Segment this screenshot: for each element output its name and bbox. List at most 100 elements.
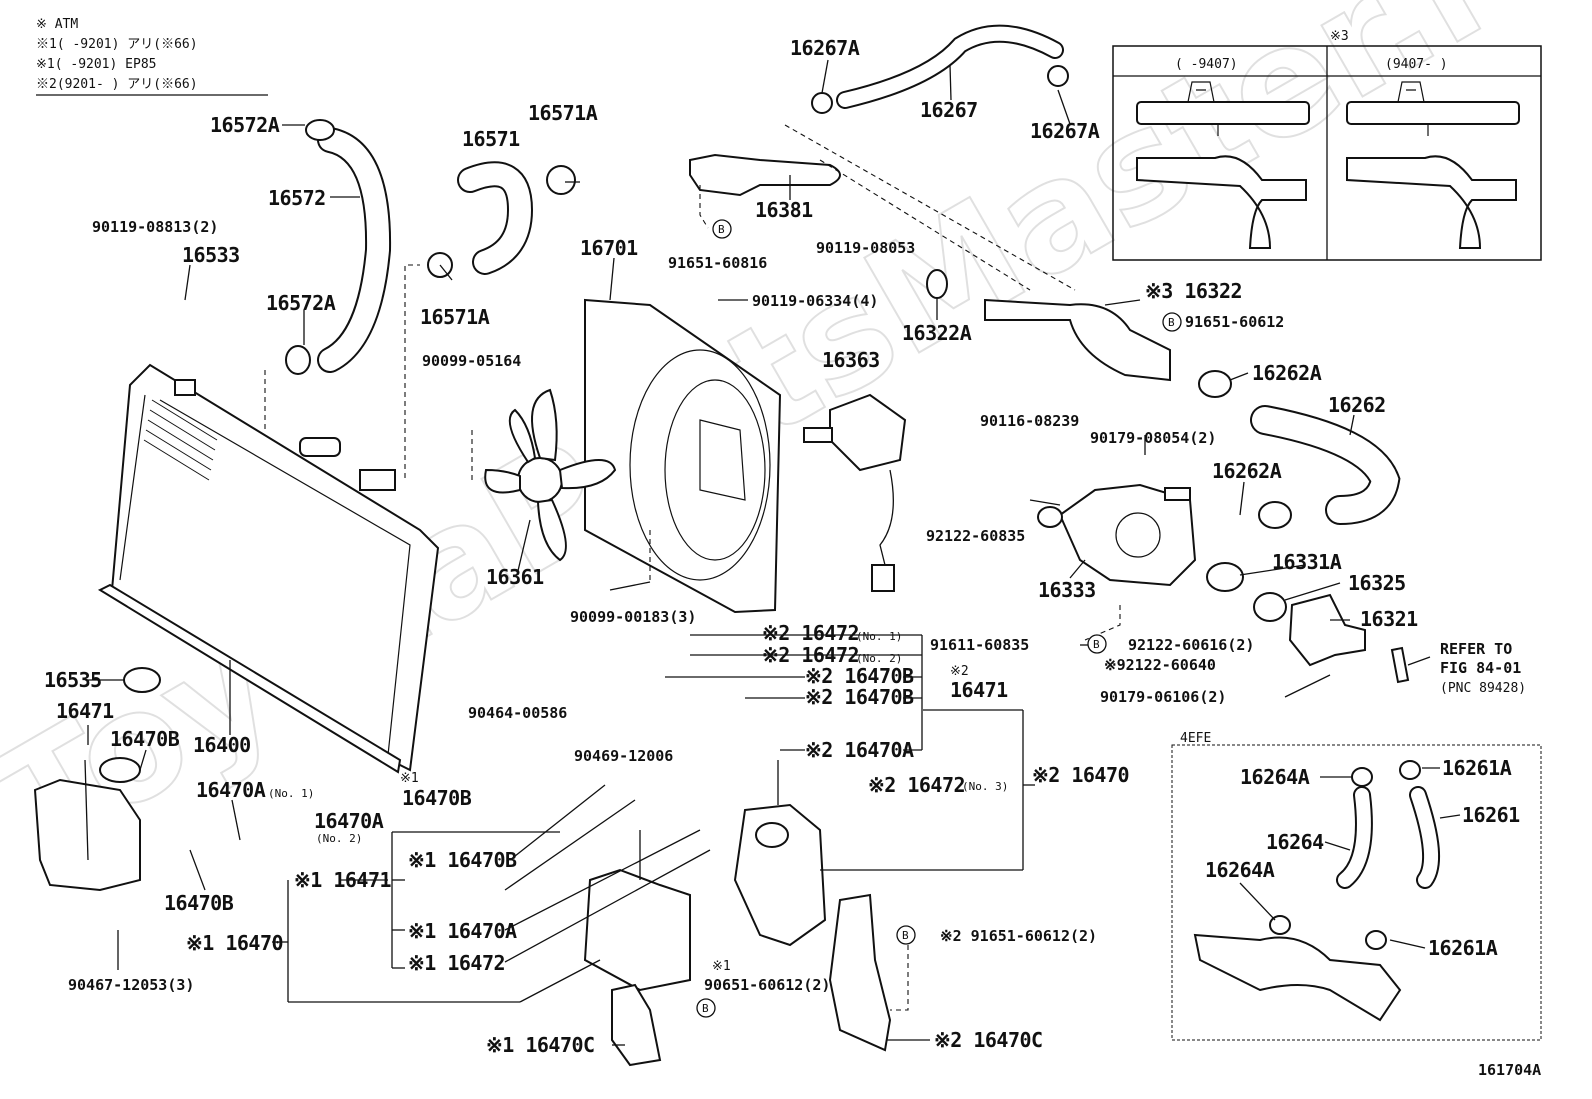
b-mark-5: B — [702, 1002, 709, 1015]
label-90099-05164: 90099-05164 — [422, 352, 521, 370]
label-16571: 16571 — [462, 127, 520, 151]
b-mark-2: B — [1168, 316, 1175, 329]
bracket-16470C-2 — [828, 893, 892, 1052]
label-16262A-mid: 16262A — [1212, 459, 1282, 483]
label-16261: 16261 — [1462, 803, 1520, 827]
label-90651-60612: 90651-60612(2) — [704, 976, 830, 994]
refer-line-2: FIG 84-01 — [1440, 659, 1521, 677]
note-16472-no1: (No. 1) — [856, 630, 902, 643]
gasket-16325 — [1253, 592, 1287, 622]
label-92122-60616: 92122-60616(2) — [1128, 636, 1254, 654]
label-16535: 16535 — [44, 668, 102, 692]
label-90099-00183: 90099-00183(3) — [570, 608, 696, 626]
label-1-16471: ※1 16471 — [294, 868, 392, 892]
label-1-90651-mark: ※1 — [712, 959, 731, 974]
label-90116-08239: 90116-08239 — [980, 412, 1079, 430]
label-16470A-no1: 16470A — [196, 778, 266, 802]
label-16471-mid: 16471 — [950, 678, 1008, 702]
note-16470A-no1: (No. 1) — [268, 787, 314, 800]
label-1-16472: ※1 16472 — [408, 951, 505, 975]
radiator-16400 — [97, 363, 440, 774]
label-90119-06334: 90119-06334(4) — [752, 292, 878, 310]
legend-line-2: ※1( -9201) EP85 — [36, 57, 156, 72]
bolt-b-marks: B B B B B — [696, 219, 1182, 1018]
note-16472-no3: (No. 3) — [962, 780, 1008, 793]
radiator-cap-16535 — [123, 667, 161, 693]
label-90179-08054: 90179-08054(2) — [1090, 429, 1216, 447]
label-16381: 16381 — [755, 198, 813, 222]
water-pipe-16322 — [984, 298, 1171, 382]
reservoir-16470-1 — [583, 830, 691, 992]
label-16363: 16363 — [822, 348, 880, 372]
label-16701: 16701 — [580, 236, 638, 260]
label-2-16472-no1: ※2 16472 — [762, 621, 859, 645]
label-91651-60612: 91651-60612 — [1185, 313, 1284, 331]
pipe-late-drawing — [1346, 81, 1520, 249]
thermostat-16331A — [1206, 562, 1287, 622]
legend: ※ ATM ※1( -9201) アリ(※66) ※1( -9201) EP85… — [36, 17, 268, 96]
bypass-hose-16267 — [811, 24, 1069, 114]
upper-hose-16572 — [285, 119, 392, 375]
label-16322A: 16322A — [902, 321, 972, 345]
gasket-16322A — [926, 269, 948, 299]
fan-16361 — [484, 388, 617, 562]
label-16400: 16400 — [193, 733, 251, 757]
water-outlet-16321 — [1288, 593, 1366, 667]
fan-motor-16363 — [803, 393, 907, 592]
label-16322: ※3 16322 — [1145, 279, 1242, 303]
label-1-16470A: ※1 16470A — [408, 919, 517, 943]
label-2-16470B-b: ※2 16470B — [805, 685, 914, 709]
label-90179-06106: 90179-06106(2) — [1100, 688, 1226, 706]
reservoir-left — [33, 757, 141, 892]
label-16267A-right: 16267A — [1030, 119, 1100, 143]
inset-col1-label: ( -9407) — [1175, 57, 1238, 72]
label-1-mark: ※1 — [400, 771, 419, 786]
note-16470A-no2: (No. 2) — [316, 832, 362, 845]
label-2-16470: ※2 16470 — [1032, 763, 1129, 787]
label-91651-60816: 91651-60816 — [668, 254, 767, 272]
refer-line-1: REFER TO — [1440, 640, 1512, 658]
inset-col2-label: (9407- ) — [1385, 57, 1448, 72]
legend-line-1: ※1( -9201) アリ(※66) — [36, 37, 198, 52]
label-90469-12006: 90469-12006 — [574, 747, 673, 765]
label-16262: 16262 — [1328, 393, 1386, 417]
label-16267: 16267 — [920, 98, 978, 122]
b-mark-4: B — [902, 929, 909, 942]
label-16470B-lower: 16470B — [164, 891, 234, 915]
inset-4efe-title: 4EFE — [1180, 731, 1211, 746]
label-16470-left: ※1 16470 — [186, 931, 283, 955]
reservoir-16470-2 — [733, 760, 827, 947]
bracket-16470C-1 — [611, 983, 662, 1067]
label-16262A-top: 16262A — [1252, 361, 1322, 385]
label-2-16472-no3: ※2 16472 — [868, 773, 965, 797]
bracket-16381 — [689, 153, 841, 197]
part-labels: 16572A 16572 90119-08813(2) 16533 16572A… — [44, 36, 1541, 1079]
label-16470B-left: 16470B — [110, 727, 180, 751]
label-16325: 16325 — [1348, 571, 1406, 595]
label-1-16470B: ※1 16470B — [408, 848, 517, 872]
label-90464-00586: 90464-00586 — [468, 704, 567, 722]
label-16264A-top: 16264A — [1240, 765, 1310, 789]
label-2-16470A: ※2 16470A — [805, 738, 914, 762]
legend-line-0: ※ ATM — [36, 17, 78, 32]
label-91611-60835: 91611-60835 — [930, 636, 1029, 654]
label-2-91651-60612: ※2 91651-60612(2) — [940, 927, 1097, 945]
figure-id: 161704A — [1478, 1061, 1541, 1079]
label-16331A: 16331A — [1272, 550, 1342, 574]
label-16533: 16533 — [182, 243, 240, 267]
label-16470A-no2: 16470A — [314, 809, 384, 833]
refer-line-3: (PNC 89428) — [1440, 681, 1526, 696]
label-16471-left: 16471 — [56, 699, 114, 723]
fan-shroud-16701 — [584, 298, 782, 614]
label-16571A-top: 16571A — [528, 101, 598, 125]
label-16572: 16572 — [268, 186, 326, 210]
lower-hose-16571 — [427, 161, 576, 278]
label-2-16472-no2: ※2 16472 — [762, 643, 859, 667]
legend-line-3: ※2(9201- ) アリ(※66) — [36, 77, 198, 92]
label-90119-08053: 90119-08053 — [816, 239, 915, 257]
hose-16262 — [1198, 370, 1401, 529]
note-16472-no2: (No. 2) — [856, 652, 902, 665]
inset-pipe-variants: ※3 ( -9407) (9407- ) — [1112, 29, 1542, 261]
